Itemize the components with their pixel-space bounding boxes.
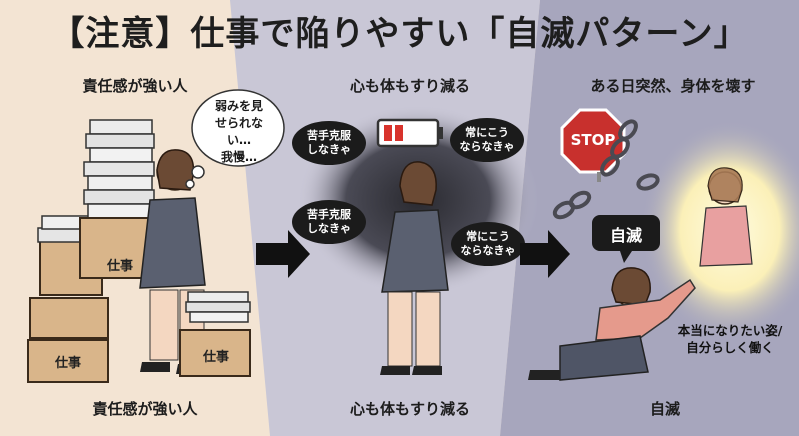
bubble-line: しなきゃ: [307, 222, 351, 235]
speech-bubble-bl: [292, 200, 366, 244]
broken-chain-icon: [552, 119, 660, 220]
low-battery-icon: [376, 118, 443, 148]
page-title: 【注意】仕事で陥りやすい「自滅パターン」: [50, 14, 749, 54]
speech-bubble-text: 苦手克服 しなきゃ: [294, 129, 364, 157]
speech-bubble-br: [451, 222, 525, 266]
collapsed-woman: [528, 267, 696, 381]
speech-bubble-text: 常にこう ならなきゃ: [453, 230, 523, 258]
box-label-work: 仕事: [106, 259, 133, 274]
panel2-footer: 心も体もすり減る: [349, 400, 470, 418]
thought-line: せられない…: [214, 116, 263, 147]
panel1-header: 責任感が強い人: [82, 77, 188, 95]
panel3-header: ある日突然、身体を壊す: [590, 77, 756, 95]
speech-bubble-text: 自滅: [609, 226, 642, 245]
arrow-right-icon: [520, 230, 570, 278]
arrow-right-icon: [256, 230, 310, 278]
caption-line: 自分らしく働く: [686, 340, 774, 355]
box-label-work: 仕事: [54, 356, 81, 371]
caption-ideal-self: 本当になりたい姿/ 自分らしく働く: [664, 322, 796, 356]
exhausted-woman: [380, 161, 449, 375]
panel3-footer: 自滅: [649, 400, 680, 418]
bubble-line: ならなきゃ: [460, 244, 516, 257]
bubble-line: 苦手克服: [307, 129, 351, 142]
stop-sign-text: STOP: [570, 131, 616, 149]
happy-woman: [699, 167, 753, 267]
speech-bubble-tl: [292, 121, 366, 165]
bubble-line: ならなきゃ: [459, 140, 515, 153]
thought-line: 我慢…: [220, 150, 257, 164]
bubble-line: 苦手克服: [307, 208, 351, 221]
speech-bubble-tr: [450, 118, 524, 162]
speech-bubble-text: 苦手克服 しなきゃ: [294, 208, 364, 236]
panel1-footer: 責任感が強い人: [92, 400, 198, 418]
speech-bubble-jimetsu: [592, 215, 660, 263]
panel2-header: 心も体もすり減る: [349, 77, 470, 95]
thought-bubble-text: 弱みを見 せられない… 我慢…: [204, 98, 274, 166]
thought-line: 弱みを見: [214, 99, 263, 113]
bubble-line: しなきゃ: [307, 143, 351, 156]
box-label-work: 仕事: [202, 350, 229, 365]
bubble-line: 常にこう: [466, 230, 510, 243]
thought-bubble: [185, 89, 285, 189]
caption-line: 本当になりたい姿/: [677, 323, 783, 338]
stop-sign-icon: [560, 108, 626, 182]
speech-bubble-text: 常にこう ならなきゃ: [452, 126, 522, 154]
bubble-line: 常にこう: [465, 126, 509, 139]
file-stack-right: [179, 291, 251, 377]
